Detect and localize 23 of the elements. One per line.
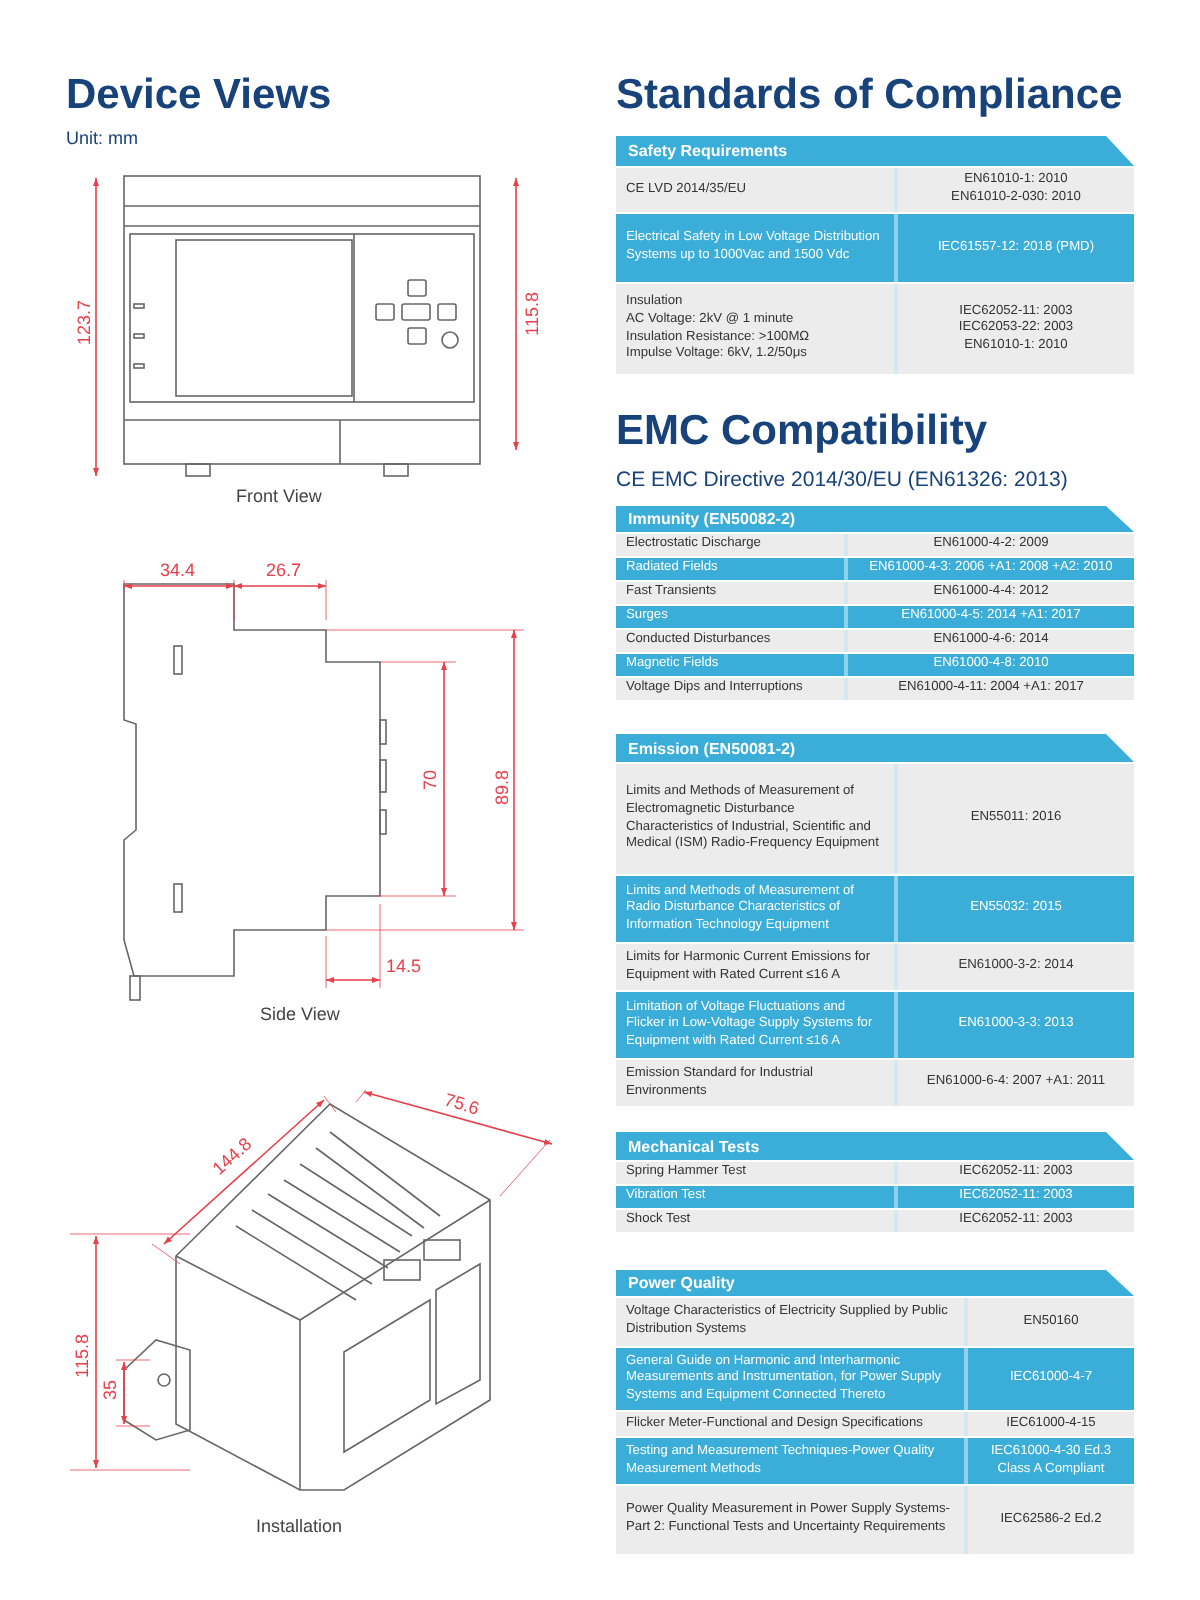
dimension-value: 35	[102, 1380, 120, 1401]
dimension-value: 34.4	[160, 562, 196, 580]
dimension-value: 70	[422, 770, 440, 791]
table-header: Power Quality	[616, 1270, 1134, 1296]
directive-subtitle: CE EMC Directive 2014/30/EU (EN61326: 2013)	[616, 468, 1068, 492]
dimension-value: 123.7	[76, 300, 94, 346]
table-header: Safety Requirements	[616, 136, 1134, 166]
table-header: Mechanical Tests	[616, 1132, 1134, 1160]
section-heading: EMC Compatibility	[616, 408, 988, 456]
dimension-value: 26.7	[266, 562, 302, 580]
section-heading: Standards of Compliance	[616, 72, 1123, 120]
dimension-value: 14.5	[386, 958, 422, 976]
dimension-value: 89.8	[494, 770, 512, 806]
table-header: Immunity (EN50082-2)	[616, 506, 1134, 532]
table-header: Emission (EN50081-2)	[616, 734, 1134, 762]
section-heading: Device Views	[66, 72, 332, 120]
dimension-value: 75.6	[442, 1091, 481, 1119]
dimension-value: 115.8	[74, 1334, 92, 1378]
view-caption: Front View	[236, 486, 322, 506]
unit-note: Unit: mm	[66, 128, 138, 148]
dimension-value: 115.8	[524, 292, 542, 336]
view-caption: Side View	[260, 1004, 340, 1024]
view-caption: Installation	[256, 1516, 343, 1536]
